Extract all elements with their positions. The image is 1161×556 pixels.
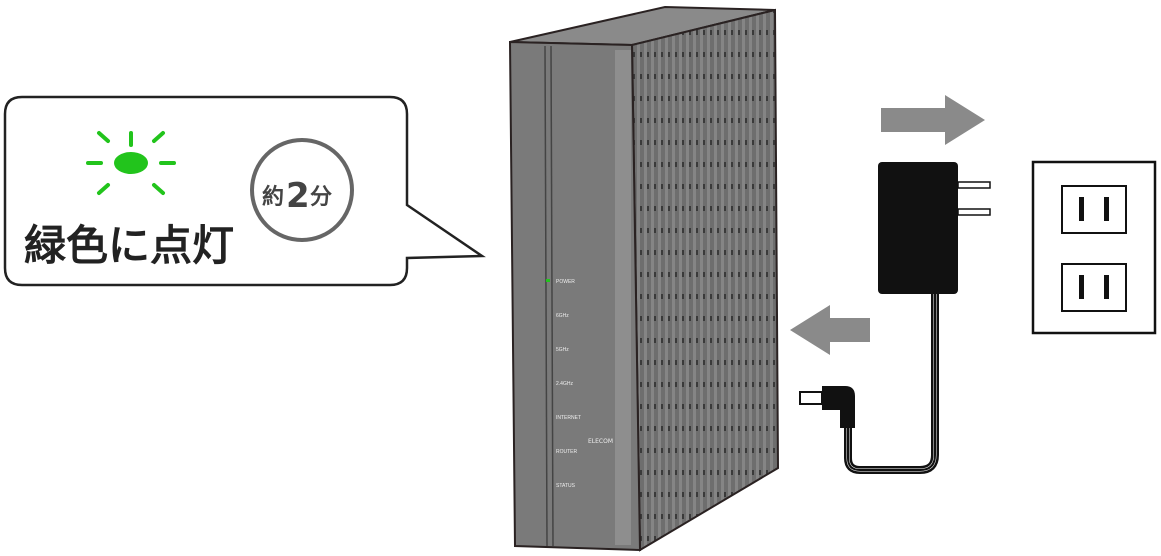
status-text: 緑色に点灯 [24,221,234,270]
led-label: 2.4GHz [556,381,573,387]
arrow-right-icon [881,95,985,145]
led-label: POWER [556,279,575,285]
led-label: 6GHz [556,313,569,319]
time-badge: 約 2 分 [250,138,354,242]
led-label: INTERNET [556,415,581,421]
wall-outlet-icon [1031,160,1157,335]
ac-adapter-icon [844,162,991,474]
router: POWER 6GHz 5GHz 2.4GHz INTERNET ROUTER S… [508,5,780,552]
svg-text:約: 約 [262,184,284,210]
led-label: ROUTER [556,449,578,455]
led-label: STATUS [556,483,576,489]
arrow-left-icon [790,305,870,355]
led-label: 5GHz [556,347,569,353]
dc-plug-icon [799,386,855,428]
svg-text:2: 2 [286,176,310,216]
svg-text:分: 分 [310,185,332,210]
led-labels: POWER 6GHz 5GHz 2.4GHz INTERNET ROUTER S… [556,279,581,489]
led-glow-icon [86,131,176,195]
speech-bubble [3,95,486,287]
brand-logo: ELECOM [588,438,613,445]
